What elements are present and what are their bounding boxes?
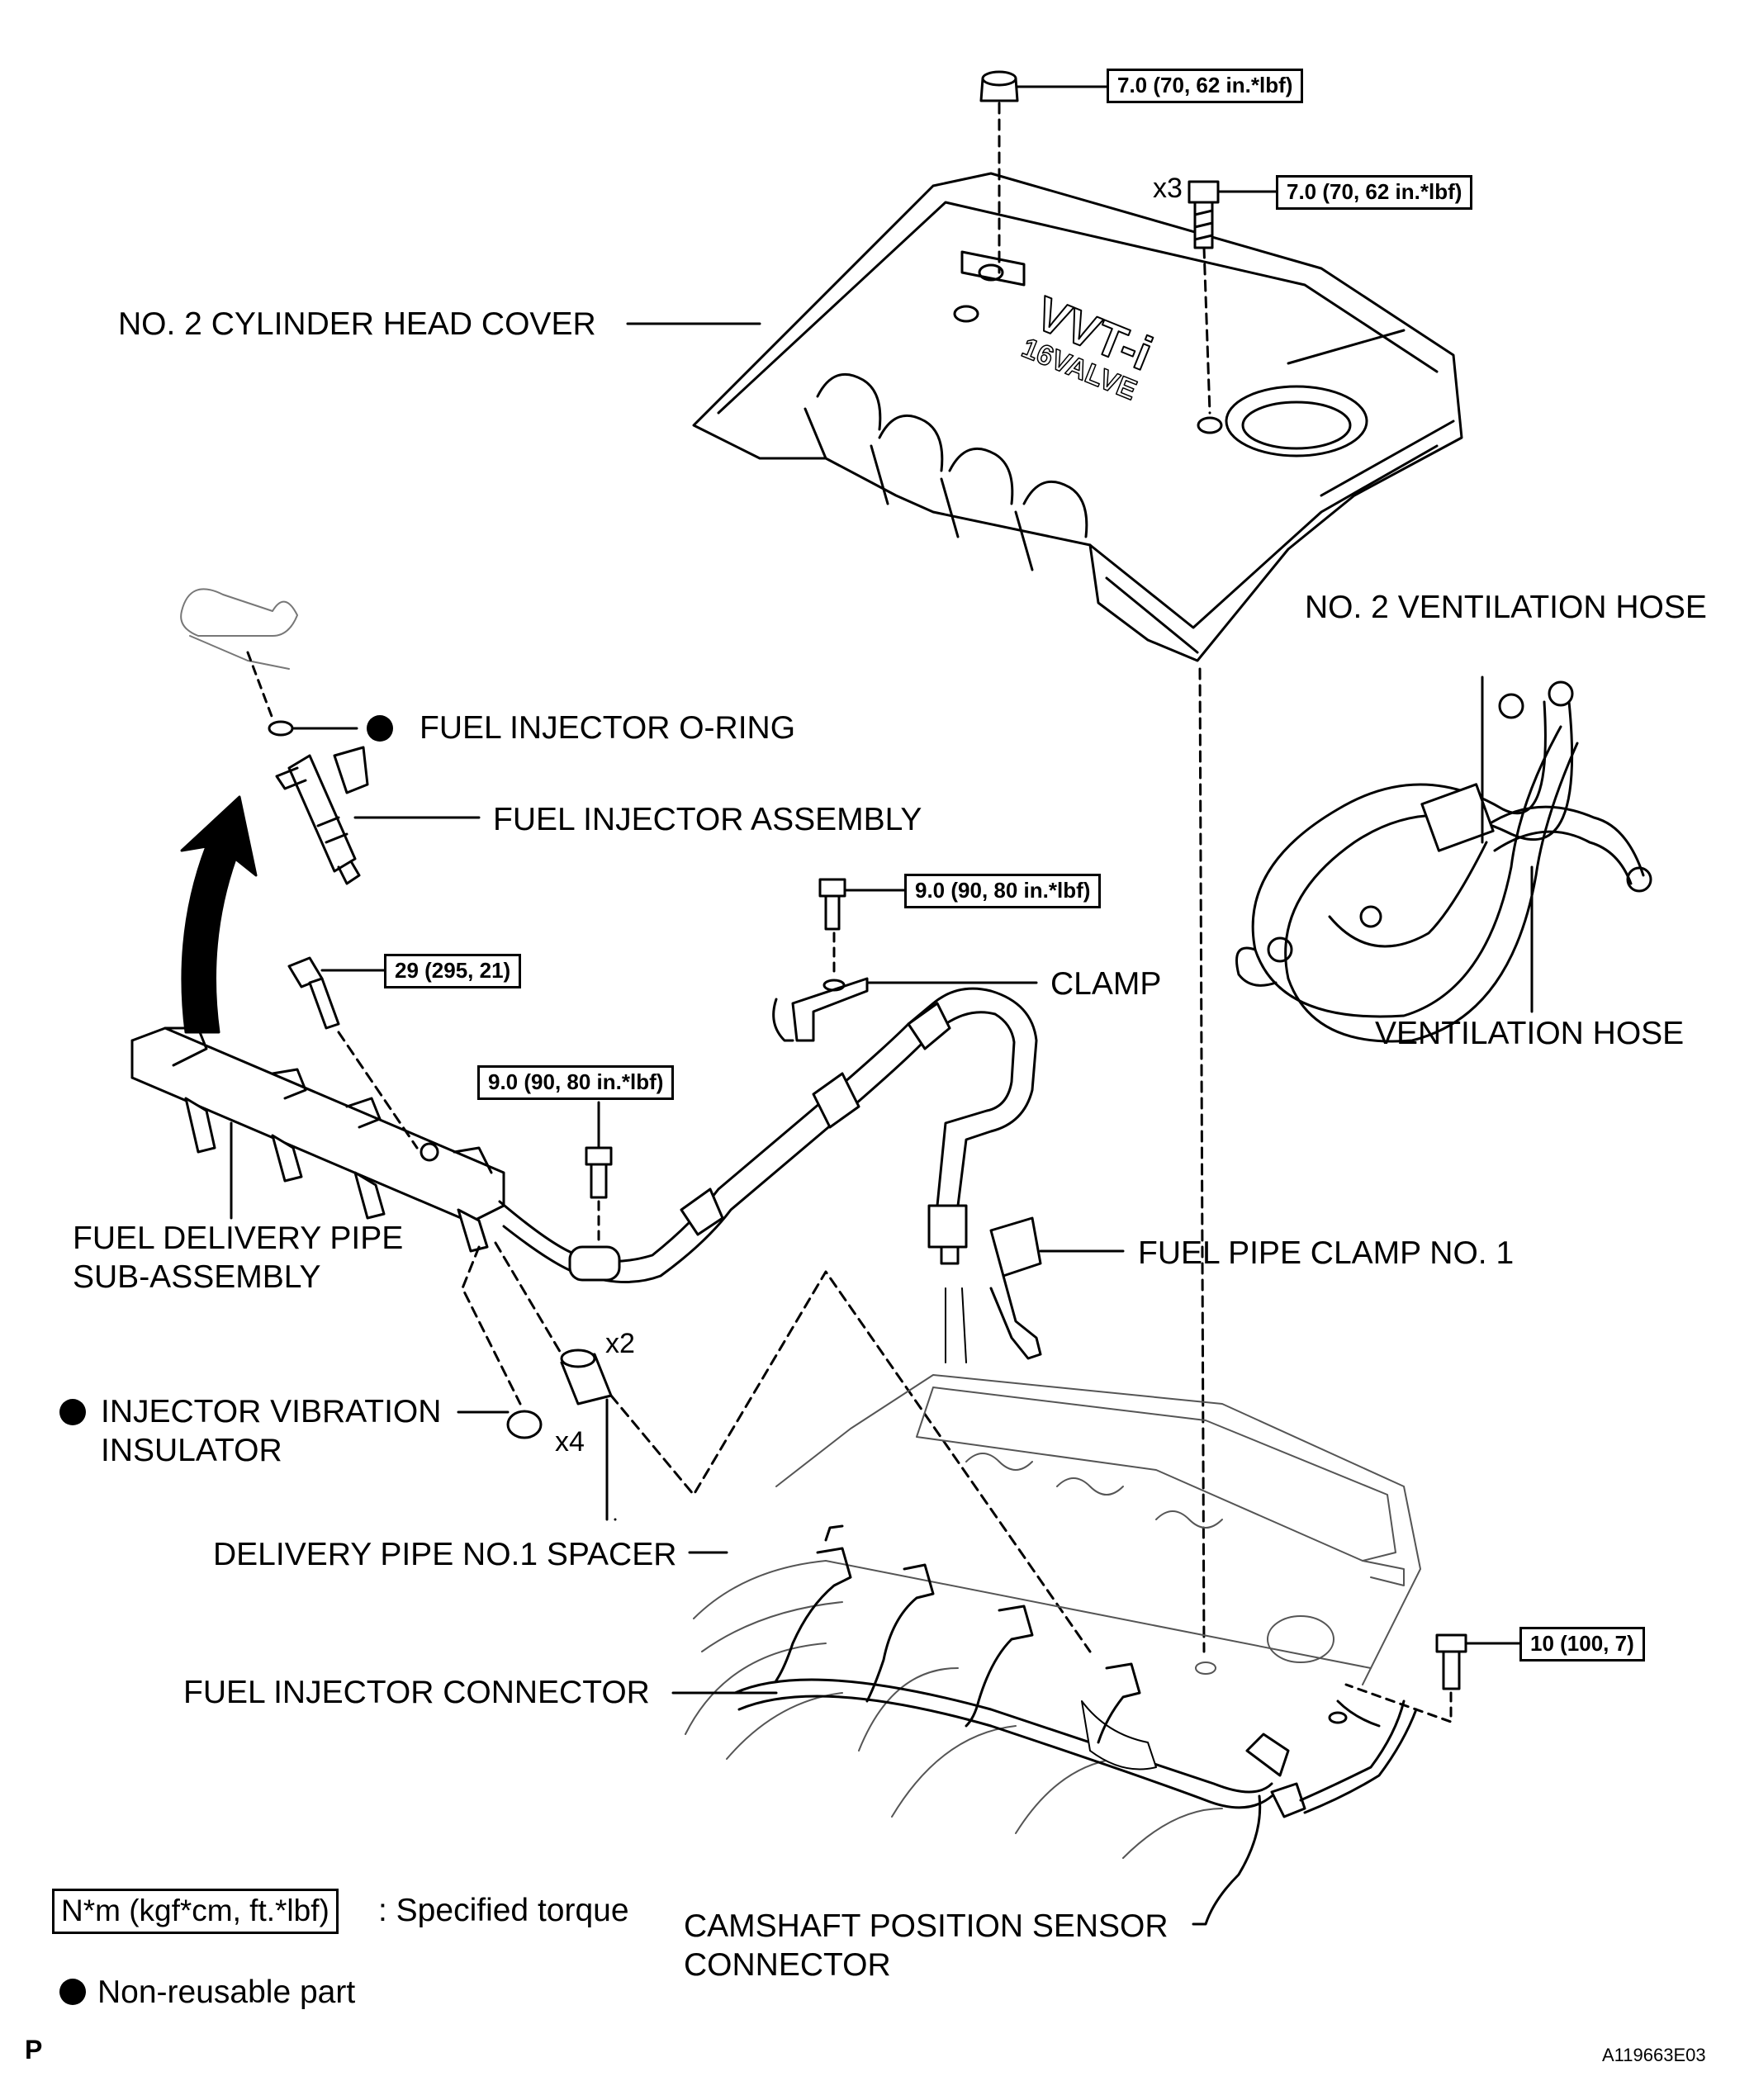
label-ventilation-hose: VENTILATION HOSE <box>1375 1016 1685 1051</box>
legend-nonreusable-icon <box>59 1979 86 2005</box>
cover-bolt-drawing <box>1188 180 1278 1653</box>
fuel-pipe-clamp-drawing <box>989 1216 1125 1360</box>
qty-insulator: x4 <box>555 1426 585 1458</box>
label-fuel-delivery-pipe-line1: FUEL DELIVERY PIPE <box>73 1221 404 1256</box>
label-fuel-injector-assembly: FUEL INJECTOR ASSEMBLY <box>493 802 922 837</box>
torque-cover-bolts: 7.0 (70, 62 in.*lbf) <box>1276 175 1473 210</box>
torque-pipe-bolt-value: 9.0 (90, 80 in.*lbf) <box>488 1069 664 1094</box>
legend-torque-box: N*m (kgf*cm, ft.*lbf) <box>52 1889 339 1934</box>
o-ring-drawing <box>268 720 294 737</box>
manifold-ghost-drawing <box>180 588 298 720</box>
nonreusable-icon <box>59 1399 86 1425</box>
qty-cover-bolts: x3 <box>1153 173 1183 204</box>
torque-delivery-pipe-bolt-value: 29 (295, 21) <box>395 958 511 983</box>
label-no2-ventilation-hose: NO. 2 VENTILATION HOSE <box>1305 590 1707 625</box>
label-fuel-injector-connector: FUEL INJECTOR CONNECTOR <box>183 1675 650 1710</box>
legend-torque-text: : Specified torque <box>378 1893 629 1928</box>
figure-code: A119663E03 <box>1602 2045 1706 2065</box>
label-fuel-injector-o-ring: FUEL INJECTOR O-RING <box>420 710 796 746</box>
nonreusable-icon <box>367 715 393 742</box>
removal-arrow <box>180 795 258 1034</box>
engine-head-drawing <box>685 1374 1421 1859</box>
pipe-bolt-drawing <box>585 1101 613 1244</box>
cover-nut-drawing <box>979 70 1108 274</box>
label-clamp: CLAMP <box>1050 966 1162 1002</box>
cylinder-head-cover-drawing <box>692 172 1463 662</box>
clamp-bolt-drawing <box>818 878 906 976</box>
torque-pipe-bolt: 9.0 (90, 80 in.*lbf) <box>477 1065 675 1100</box>
qty-spacer: x2 <box>605 1328 635 1359</box>
delivery-pipe-bolt-drawing <box>287 956 419 1150</box>
fuel-delivery-pipe-drawing <box>130 987 1038 1363</box>
label-delivery-pipe-no1-spacer: DELIVERY PIPE NO.1 SPACER <box>213 1537 677 1572</box>
injector-harness-drawing <box>733 1524 1418 1818</box>
torque-clamp-bolt: 9.0 (90, 80 in.*lbf) <box>904 874 1102 908</box>
label-camshaft-sensor-line2: CONNECTOR <box>684 1947 891 1983</box>
label-no2-cylinder-head-cover: NO. 2 CYLINDER HEAD COVER <box>118 306 596 342</box>
label-camshaft-sensor-line1: CAMSHAFT POSITION SENSOR <box>684 1908 1169 1944</box>
label-injector-vibration-insulator-line2: INSULATOR <box>101 1433 282 1468</box>
clamp-drawing <box>772 977 1038 1042</box>
label-fuel-pipe-clamp-no1: FUEL PIPE CLAMP NO. 1 <box>1138 1235 1515 1271</box>
page-letter: P <box>25 2035 43 2064</box>
torque-cover-nut-value: 7.0 (70, 62 in.*lbf) <box>1117 73 1293 97</box>
torque-delivery-pipe-bolt: 29 (295, 21) <box>384 954 522 988</box>
bracket-bolt-drawing <box>1344 1633 1521 1723</box>
insulator-drawing <box>506 1410 543 1439</box>
torque-bracket-bolt: 10 (100, 7) <box>1519 1627 1645 1662</box>
spacer-drawing <box>560 1349 613 1521</box>
label-fuel-delivery-pipe-line2: SUB-ASSEMBLY <box>73 1259 321 1295</box>
ventilation-hose-drawing <box>1235 680 1652 1043</box>
torque-bracket-bolt-value: 10 (100, 7) <box>1530 1631 1634 1656</box>
torque-clamp-bolt-value: 9.0 (90, 80 in.*lbf) <box>915 878 1091 903</box>
torque-cover-nut: 7.0 (70, 62 in.*lbf) <box>1107 69 1304 103</box>
fuel-injector-drawing <box>275 746 481 885</box>
legend-nonreusable-text: Non-reusable part <box>97 1974 356 2010</box>
label-injector-vibration-insulator-line1: INJECTOR VIBRATION <box>101 1394 442 1429</box>
torque-cover-bolts-value: 7.0 (70, 62 in.*lbf) <box>1287 179 1462 204</box>
